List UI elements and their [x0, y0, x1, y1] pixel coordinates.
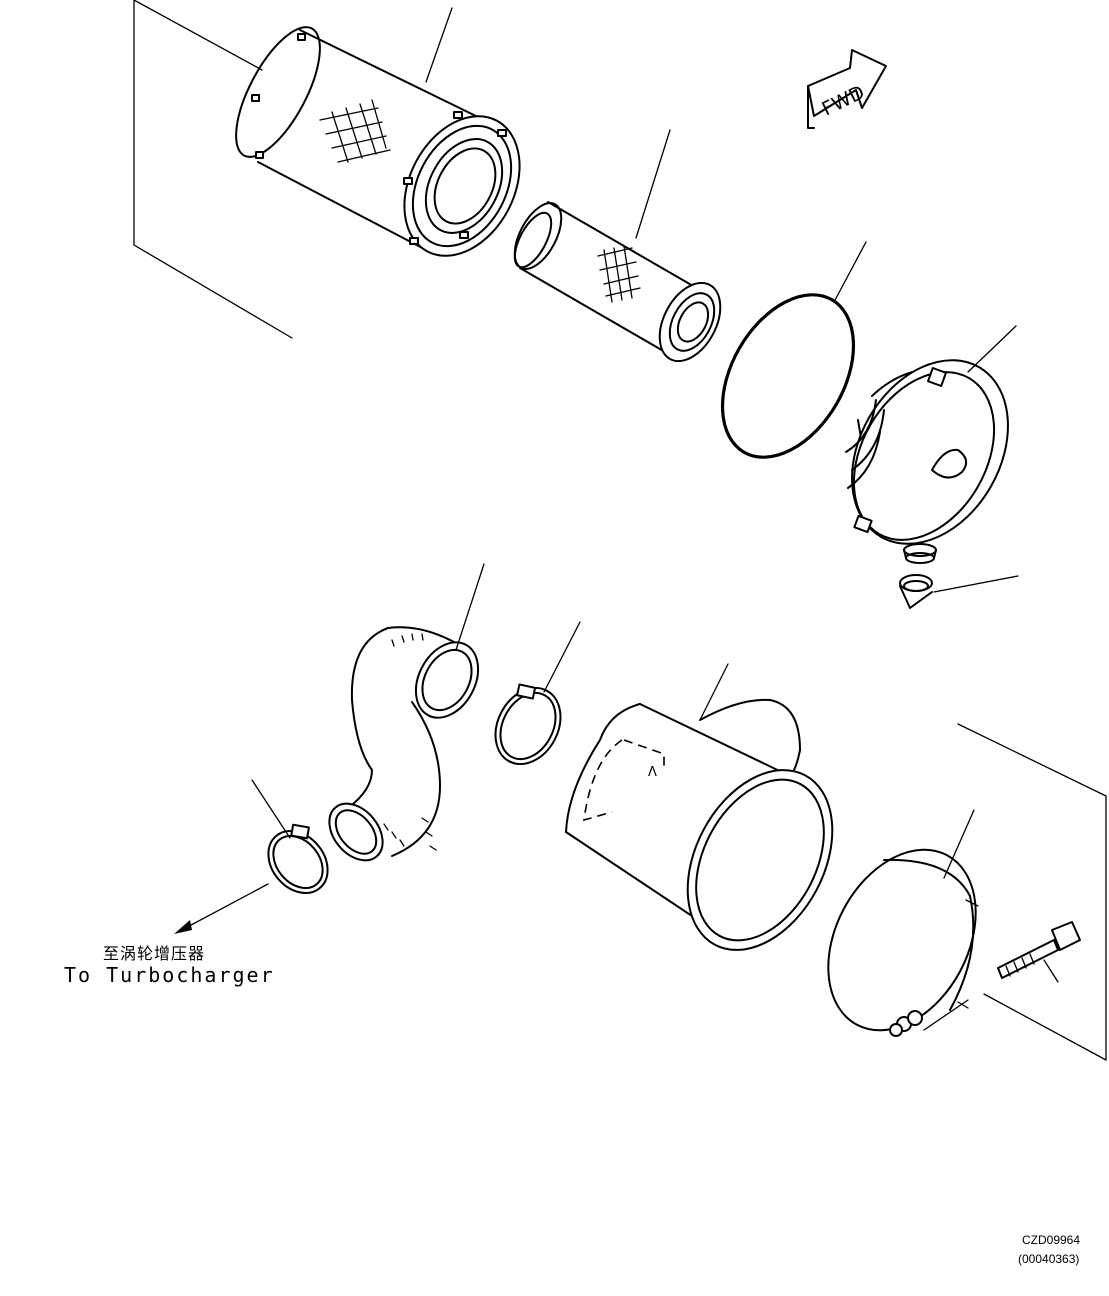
- outer-filter-element: [235, 26, 521, 257]
- upper-group-bracket: [133, 0, 293, 339]
- port-mark: Λ: [648, 765, 657, 780]
- turbocharger-arrow-icon: [174, 883, 269, 934]
- inner-filter-element: [513, 201, 722, 363]
- destination-label-english: To Turbocharger: [64, 963, 275, 987]
- vacuator-valve: [899, 574, 933, 609]
- air-cleaner-body: Λ: [565, 698, 834, 951]
- drawing-number: CZD09964: [1022, 1233, 1081, 1247]
- bolt: [997, 921, 1081, 979]
- band-latch: [889, 1010, 923, 1037]
- drawing-reference: (00040363): [1018, 1252, 1080, 1266]
- fwd-arrow-icon: FWD: [807, 49, 887, 129]
- mesh-symbol: [319, 99, 391, 163]
- o-ring: [720, 293, 856, 459]
- air-hose: [328, 626, 480, 862]
- destination-label-chinese: 至涡轮增压器: [103, 944, 206, 963]
- lower-group-bracket: [923, 723, 1107, 1061]
- hose-clamp-small: [267, 823, 329, 894]
- hose-clamp-large: [494, 683, 562, 766]
- leader-lines: [251, 7, 1059, 983]
- cover: [845, 359, 1009, 564]
- mounting-band: [827, 848, 979, 1037]
